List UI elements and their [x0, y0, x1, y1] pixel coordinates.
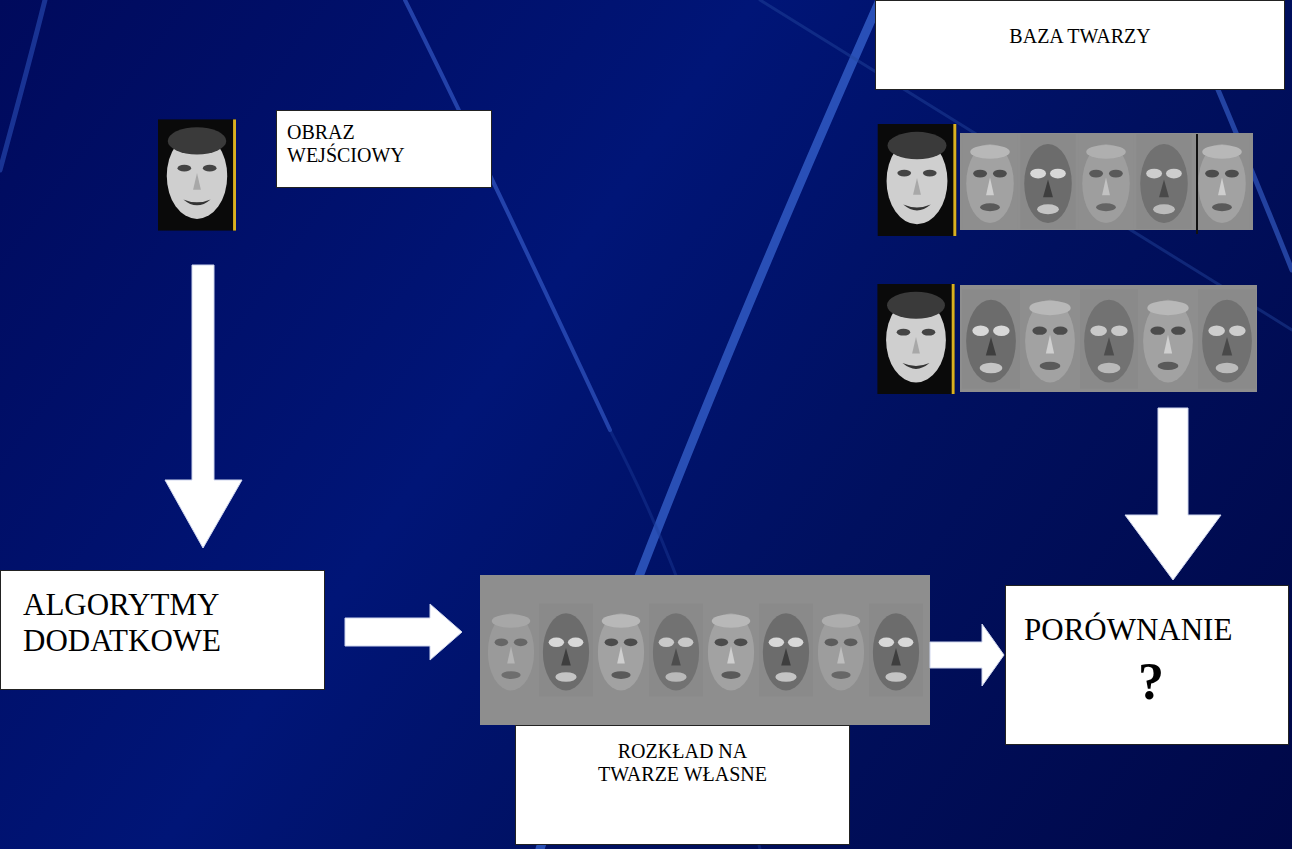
process-box: ALGORYTMY DODATKOWE	[0, 570, 325, 690]
comparison-box: PORÓWNANIE?	[1005, 585, 1289, 745]
caption-box: ROZKŁAD NA TWARZE WŁASNE	[515, 725, 850, 845]
box-label: ROZKŁAD NA TWARZE WŁASNE	[576, 740, 789, 786]
input-face-photo	[158, 119, 236, 230]
block-arrow	[930, 624, 1004, 686]
eigenface-strip	[960, 285, 1257, 392]
box-label: ALGORYTMY DODATKOWE	[23, 587, 314, 658]
box-label: BAZA TWARZY	[886, 25, 1274, 48]
box-label: OBRAZ WEJŚCIOWY	[287, 121, 431, 167]
eigenface-strip	[960, 133, 1253, 234]
box-symbol: ?	[1024, 652, 1278, 712]
database-face-photo	[877, 284, 954, 394]
block-arrow	[165, 265, 242, 548]
database-face-photo	[878, 124, 957, 236]
database-label-box: BAZA TWARZY	[875, 0, 1285, 90]
input-label-box: OBRAZ WEJŚCIOWY	[276, 110, 492, 188]
box-label: PORÓWNANIE	[1024, 612, 1278, 648]
block-arrow	[345, 604, 462, 660]
eigenface-strip	[480, 575, 930, 725]
block-arrow	[1125, 408, 1221, 580]
